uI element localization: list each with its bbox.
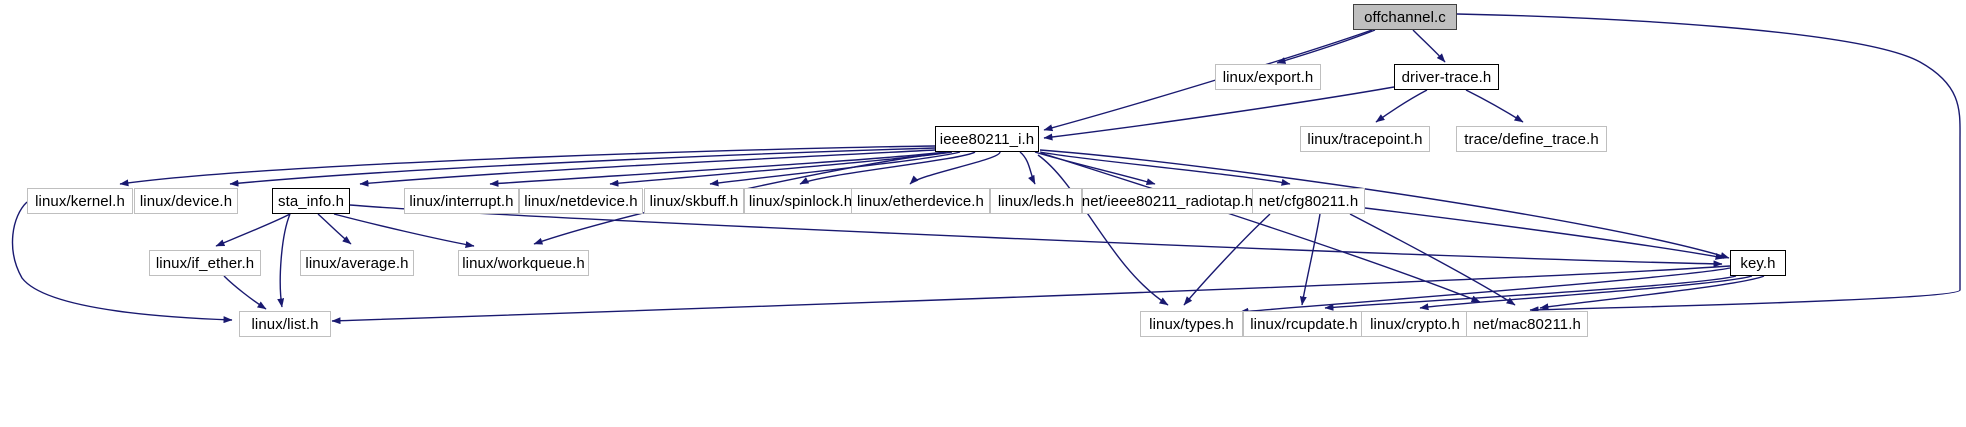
edge-ieee80211i-to-etherdevice	[909, 151, 1001, 185]
edge-ieee80211i-to-types	[1037, 154, 1169, 306]
edge-offchannel-to-mac80211	[1456, 13, 1961, 314]
node-crypto[interactable]: linux/crypto.h	[1361, 311, 1469, 337]
node-label: linux/average.h	[305, 254, 409, 272]
edge-ieee80211i-to-radiotap	[1034, 151, 1156, 186]
node-label: linux/tracepoint.h	[1307, 130, 1423, 148]
edge-ieee80211i-to-leds	[1019, 151, 1036, 185]
edge-ieee80211i-to-kernel	[119, 145, 936, 187]
edge-cfg80211-to-types	[1183, 213, 1271, 306]
edge-cfg80211-to-rcupdate	[1299, 213, 1321, 306]
node-label: linux/spinlock.h	[748, 192, 853, 210]
edge-ifether-to-list	[223, 275, 267, 310]
node-kernel[interactable]: linux/kernel.h	[27, 188, 133, 214]
node-label: linux/types.h	[1149, 315, 1234, 333]
edge-stainfo-to-workqueue	[333, 213, 475, 248]
node-etherdevice[interactable]: linux/etherdevice.h	[851, 188, 990, 214]
node-label: net/ieee80211_radiotap.h	[1081, 192, 1254, 210]
node-export[interactable]: linux/export.h	[1215, 64, 1321, 90]
node-label: sta_info.h	[277, 192, 345, 210]
edge-stainfo-to-ifether	[215, 213, 291, 247]
node-definetrace[interactable]: trace/define_trace.h	[1456, 126, 1607, 152]
node-tracepoint[interactable]: linux/tracepoint.h	[1300, 126, 1430, 152]
node-drivertrace[interactable]: driver-trace.h	[1394, 64, 1499, 90]
node-label: linux/rcupdate.h	[1250, 315, 1358, 333]
edge-drivertrace-to-tracepoint	[1375, 89, 1428, 123]
edge-cfg80211-to-mac80211	[1349, 213, 1516, 306]
node-label: linux/leds.h	[997, 192, 1075, 210]
node-leds[interactable]: linux/leds.h	[990, 188, 1082, 214]
node-keyh[interactable]: key.h	[1730, 250, 1786, 276]
edge-stainfo-to-list	[277, 213, 291, 308]
node-netdevice[interactable]: linux/netdevice.h	[519, 188, 643, 214]
node-label: trace/define_trace.h	[1464, 130, 1599, 148]
node-skbuff[interactable]: linux/skbuff.h	[644, 188, 744, 214]
edge-keyh-to-crypto	[1419, 275, 1753, 311]
edge-offchannel-to-drivertrace	[1412, 29, 1446, 63]
node-stainfo[interactable]: sta_info.h	[272, 188, 350, 214]
edge-ieee80211i-to-netdevice	[609, 151, 953, 187]
edge-ieee80211i-to-cfg80211	[1039, 151, 1291, 186]
node-label: linux/kernel.h	[35, 192, 125, 210]
edge-keyh-to-rcupdate	[1324, 275, 1737, 311]
node-cfg80211[interactable]: net/cfg80211.h	[1252, 188, 1365, 214]
edge-ieee80211i-to-stainfo	[359, 149, 936, 187]
node-interrupt[interactable]: linux/interrupt.h	[404, 188, 519, 214]
node-label: linux/device.h	[139, 192, 233, 210]
edge-offchannel-to-export	[1276, 29, 1376, 64]
node-workqueue[interactable]: linux/workqueue.h	[458, 250, 589, 276]
edge-ieee80211i-to-spinlock	[799, 151, 976, 185]
node-label: key.h	[1740, 254, 1776, 272]
node-radiotap[interactable]: net/ieee80211_radiotap.h	[1082, 188, 1253, 214]
node-label: linux/etherdevice.h	[857, 192, 984, 210]
node-spinlock[interactable]: linux/spinlock.h	[744, 188, 857, 214]
node-mac80211[interactable]: net/mac80211.h	[1466, 311, 1588, 337]
edge-keyh-to-mac80211	[1539, 275, 1765, 311]
node-label: net/cfg80211.h	[1258, 192, 1359, 210]
edge-ieee80211i-to-mac80211	[1040, 152, 1481, 303]
node-label: linux/list.h	[251, 315, 319, 333]
node-ifether[interactable]: linux/if_ether.h	[149, 250, 261, 276]
edge-ieee80211i-to-interrupt	[489, 151, 947, 187]
node-label: ieee80211_i.h	[939, 130, 1035, 148]
node-list[interactable]: linux/list.h	[239, 311, 331, 337]
node-label: linux/interrupt.h	[409, 192, 514, 210]
node-label: linux/netdevice.h	[524, 192, 638, 210]
edge-offchannel-to-ieee80211i	[1043, 29, 1373, 132]
node-device[interactable]: linux/device.h	[134, 188, 238, 214]
edge-stainfo-to-average	[317, 213, 352, 245]
node-label: linux/export.h	[1222, 68, 1314, 86]
node-label: driver-trace.h	[1401, 68, 1492, 86]
node-ieee80211i[interactable]: ieee80211_i.h	[935, 126, 1039, 152]
edge-drivertrace-to-definetrace	[1465, 89, 1524, 123]
node-offchannel[interactable]: offchannel.c	[1353, 4, 1457, 30]
node-label: linux/crypto.h	[1370, 315, 1460, 333]
edge-ieee80211i-to-device	[229, 147, 936, 187]
node-rcupdate[interactable]: linux/rcupdate.h	[1243, 311, 1365, 337]
node-label: linux/if_ether.h	[155, 254, 255, 272]
node-label: linux/skbuff.h	[649, 192, 739, 210]
node-types[interactable]: linux/types.h	[1140, 311, 1243, 337]
edge-keyh-to-types	[1239, 267, 1731, 315]
edge-cfg80211-to-keyh	[1364, 207, 1725, 260]
node-label: offchannel.c	[1364, 8, 1446, 26]
node-label: net/mac80211.h	[1473, 315, 1581, 333]
node-label: linux/workqueue.h	[462, 254, 585, 272]
edge-ieee80211i-to-skbuff	[709, 151, 961, 187]
node-average[interactable]: linux/average.h	[300, 250, 414, 276]
